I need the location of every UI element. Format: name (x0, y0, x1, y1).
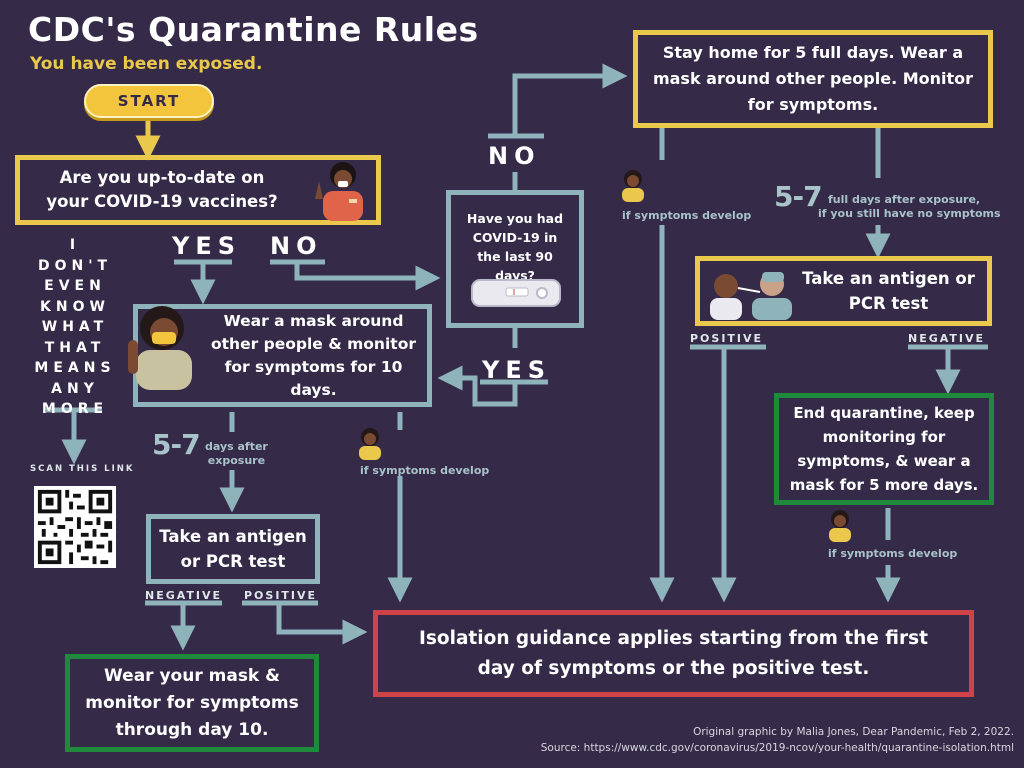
dont-know-line: EVEN (44, 278, 106, 294)
isolation-box: Isolation guidance applies starting from… (373, 610, 974, 697)
masked-person-illustration (128, 306, 192, 390)
stay-home-box: Stay home for 5 full days. Wear a mask a… (633, 30, 993, 128)
person-icon (359, 428, 381, 460)
qr-code[interactable] (34, 486, 116, 568)
dont-know-line: KNOW (40, 298, 110, 315)
vaccine-question-box: Are you up-to-date on your COVID-19 vacc… (15, 155, 381, 225)
vaccinated-person-illustration (315, 162, 363, 221)
vaccine-question-text: Are you up-to-date on your COVID-19 vacc… (46, 168, 278, 211)
vaccine-yes-label: YES (172, 232, 242, 260)
full-days-line2: if you still have no symptoms (818, 207, 1001, 220)
wear-mask-text: Wear your mask & monitor for symptoms th… (85, 665, 299, 740)
test-box-left: Take an antigen or PCR test (146, 514, 320, 584)
mask-10-days-box: Wear a mask around other people & monito… (133, 304, 432, 407)
isolation-text: Isolation guidance applies starting from… (419, 627, 928, 679)
five-seven-days-right: 5-7 (774, 180, 823, 213)
end-quarantine-text: End quarantine, keep monitoring for symp… (789, 404, 979, 494)
person-icon (622, 170, 644, 202)
test-kit-icon (471, 279, 561, 307)
negative-label-left: NEGATIVE (145, 589, 223, 602)
days-after-line1: days after (205, 440, 268, 453)
five-seven-days-left: 5-7 (152, 428, 201, 461)
person-icon (829, 510, 851, 542)
credit-source[interactable]: Source: https://www.cdc.gov/coronavirus/… (540, 742, 1014, 754)
vaccine-no-label: NO (270, 232, 323, 260)
end-quarantine-box: End quarantine, keep monitoring for symp… (774, 393, 994, 505)
covid90-yes-label: YES (482, 356, 552, 384)
dont-know-line: MORE (41, 401, 109, 417)
full-days-line1: full days after exposure, (828, 193, 981, 206)
days-after-line2: exposure (207, 454, 266, 467)
page-subtitle: You have been exposed. (30, 54, 263, 74)
positive-label-right: POSITIVE (690, 332, 764, 345)
positive-label-left: POSITIVE (244, 589, 318, 602)
swab-test-illustration (710, 272, 792, 320)
test-text-left: Take an antigen or PCR test (159, 527, 307, 571)
if-symptoms-label-bottom: if symptoms develop (828, 547, 958, 560)
mask-10-days-text: Wear a mask around other people & monito… (211, 311, 416, 399)
credit-block: Original graphic by Malia Jones, Dear Pa… (541, 724, 1014, 756)
wear-mask-box: Wear your mask & monitor for symptoms th… (65, 654, 319, 752)
dont-know-line: WHAT (41, 319, 109, 335)
start-badge: START (84, 84, 214, 118)
test-text-right: Take an antigen or PCR test (802, 269, 975, 313)
page-title: CDC's Quarantine Rules (28, 10, 479, 49)
dont-know-line: I DON'T (37, 237, 113, 274)
covid90-no-label: NO (488, 142, 541, 170)
if-symptoms-label-middle: if symptoms develop (360, 464, 490, 477)
negative-label-right: NEGATIVE (908, 332, 986, 345)
stay-home-text: Stay home for 5 full days. Wear a mask a… (652, 43, 974, 114)
credit-author: Original graphic by Malia Jones, Dear Pa… (693, 726, 1014, 738)
full-days-label: full days after exposure, if you still h… (818, 193, 1001, 221)
days-after-label: days after exposure (205, 440, 268, 468)
covid90-question-box: Have you had COVID-19 in the last 90 day… (446, 190, 584, 328)
dont-know-line: MEANS (34, 360, 116, 376)
test-box-right: Take an antigen or PCR test (695, 256, 992, 326)
dont-know-column: I DON'T EVEN KNOW WHAT THAT MEANS ANY MO… (30, 235, 120, 420)
dont-know-line: THAT (44, 339, 106, 356)
dont-know-line: ANY (51, 380, 99, 397)
scan-link-label: SCAN THIS LINK (30, 464, 135, 474)
if-symptoms-label-top: if symptoms develop (622, 209, 752, 222)
